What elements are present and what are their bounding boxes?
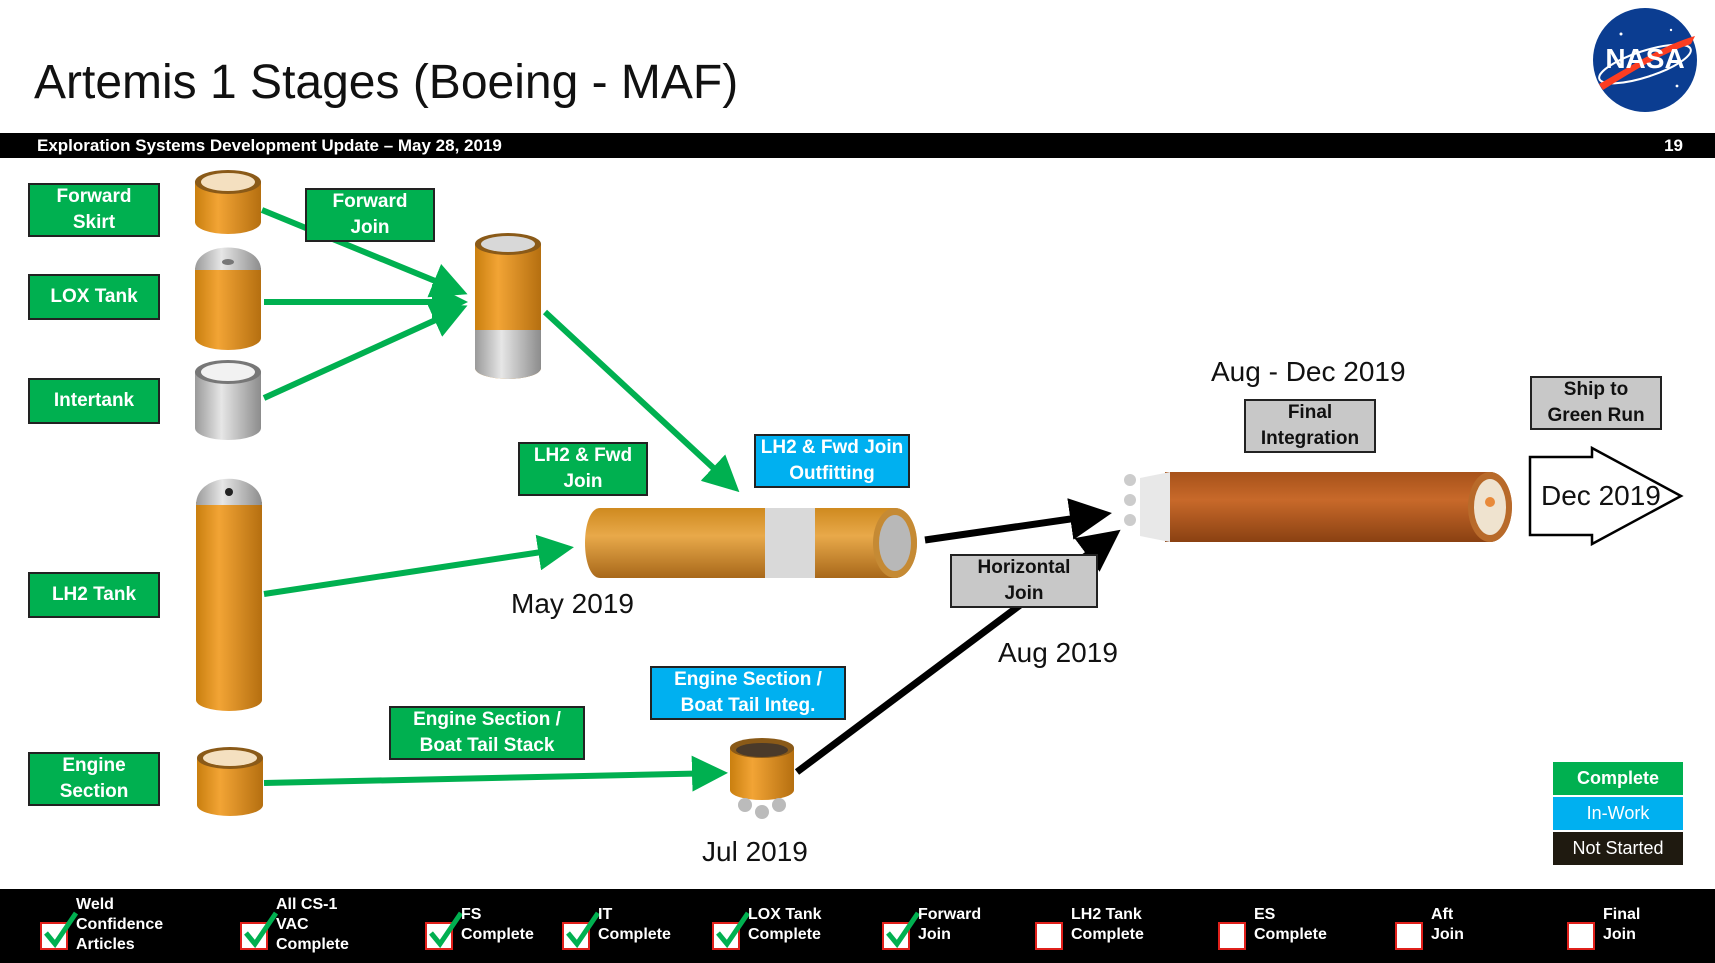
page-title: Artemis 1 Stages (Boeing - MAF) — [34, 56, 739, 109]
engine-section-hardware — [197, 747, 263, 816]
checkmark-icon — [244, 911, 278, 949]
milestone-label-line: Complete — [461, 926, 534, 943]
checkmark-icon — [886, 911, 920, 949]
arrow-engine-section — [263, 755, 728, 792]
milestone-label: IT Complete — [598, 905, 671, 945]
date-aug-2019: Aug 2019 — [998, 637, 1118, 668]
header-banner: Exploration Systems Development Update –… — [0, 133, 1715, 158]
horizontal-join-label: Horizontal Join — [950, 554, 1098, 608]
milestone-label-line: Join — [1431, 926, 1464, 943]
engine-boat-tail-integ-label: Engine Section / Boat Tail Integ. — [650, 666, 846, 720]
milestone-checkbox — [1567, 922, 1595, 950]
date-may-2019: May 2019 — [511, 588, 634, 619]
final-integration-label: Final Integration — [1244, 399, 1376, 453]
arrow-intertank — [262, 304, 468, 401]
logo-text: NASA — [1605, 43, 1684, 74]
legend-in-work: In-Work — [1553, 797, 1683, 830]
intertank-hardware — [195, 360, 261, 440]
subtitle: Exploration Systems Development Update –… — [37, 136, 502, 155]
milestone-label-line: Join — [918, 926, 951, 943]
checkmark-icon — [566, 911, 600, 949]
lox-tank-hardware — [195, 247, 261, 350]
milestone-label-line: Final — [1603, 906, 1641, 923]
date-jul-2019: Jul 2019 — [702, 836, 808, 867]
milestone-label-line: Forward — [918, 906, 982, 923]
arrow-lh2-to-core — [924, 498, 1112, 544]
milestone-label: ES Complete — [1254, 905, 1327, 945]
milestone-label-line: Complete — [1071, 926, 1144, 943]
milestone-label-line: Articles — [76, 936, 135, 953]
nasa-logo-icon: NASA — [1593, 8, 1697, 112]
date-aug-dec-2019: Aug - Dec 2019 — [1211, 356, 1406, 387]
forward-skirt-label: Forward Skirt — [28, 183, 160, 237]
milestone-checkbox — [1035, 922, 1063, 950]
page-number: 19 — [1664, 136, 1683, 155]
milestone-label-line: Complete — [748, 926, 821, 943]
forward-skirt-hardware — [195, 170, 261, 234]
checkmark-icon — [716, 911, 750, 949]
arrow-forward-skirt — [260, 207, 468, 298]
milestone-label-line: FS — [461, 906, 482, 923]
milestone-label-line: Aft — [1431, 906, 1454, 923]
forward-join-stack-hardware — [475, 233, 541, 379]
milestone-label-line: Complete — [1254, 926, 1327, 943]
milestone-label-line: ES — [1254, 906, 1276, 923]
milestone-label-line: Confidence — [76, 916, 164, 933]
milestone-label-line: LH2 Tank — [1071, 906, 1142, 923]
date-dec-2019: Dec 2019 — [1541, 480, 1661, 511]
milestone-label-line: Complete — [598, 926, 671, 943]
lh2-fwd-join-hardware — [585, 508, 917, 578]
arrow-lh2-tank — [263, 534, 574, 597]
milestone-label-line: IT — [598, 906, 613, 923]
legend-complete: Complete — [1553, 762, 1683, 795]
milestone-label-line: All CS-1 — [276, 896, 338, 913]
checkmark-icon — [429, 911, 463, 949]
milestone-label-line: Weld — [76, 896, 114, 913]
ship-to-green-run-label: Ship to Green Run — [1530, 376, 1662, 430]
lox-tank-label: LOX Tank — [28, 274, 160, 320]
milestone-checkbox — [562, 922, 590, 950]
milestone-label-line: LOX Tank — [748, 906, 822, 923]
forward-join-label: Forward Join — [305, 188, 435, 242]
milestone-label-line: Join — [1603, 926, 1636, 943]
engine-section-label: Engine Section — [28, 752, 160, 806]
flow-arrows-complete — [260, 207, 740, 792]
milestone-checkbox — [1395, 922, 1423, 950]
lh2-tank-label: LH2 Tank — [28, 572, 160, 618]
core-stage-hardware — [1124, 472, 1512, 542]
ship-arrow-icon — [1528, 445, 1684, 547]
arrow-forward-join-to-lh2 — [542, 309, 740, 493]
lh2-tank-hardware — [196, 478, 262, 711]
legend-not-started: Not Started — [1553, 832, 1683, 865]
milestone-label-line: VAC — [276, 916, 309, 933]
engine-boat-tail-hardware — [730, 738, 794, 819]
checkmark-icon — [44, 911, 78, 949]
milestone-label-line: Complete — [276, 936, 349, 953]
intertank-label: Intertank — [28, 378, 160, 424]
engine-boat-tail-stack-label: Engine Section / Boat Tail Stack — [389, 706, 585, 760]
milestone-checkbox — [1218, 922, 1246, 950]
lh2-fwd-join-outfitting-label: LH2 & Fwd Join Outfitting — [754, 434, 910, 488]
milestone-label: FS Complete — [461, 905, 534, 945]
lh2-fwd-join-label: LH2 & Fwd Join — [518, 442, 648, 496]
